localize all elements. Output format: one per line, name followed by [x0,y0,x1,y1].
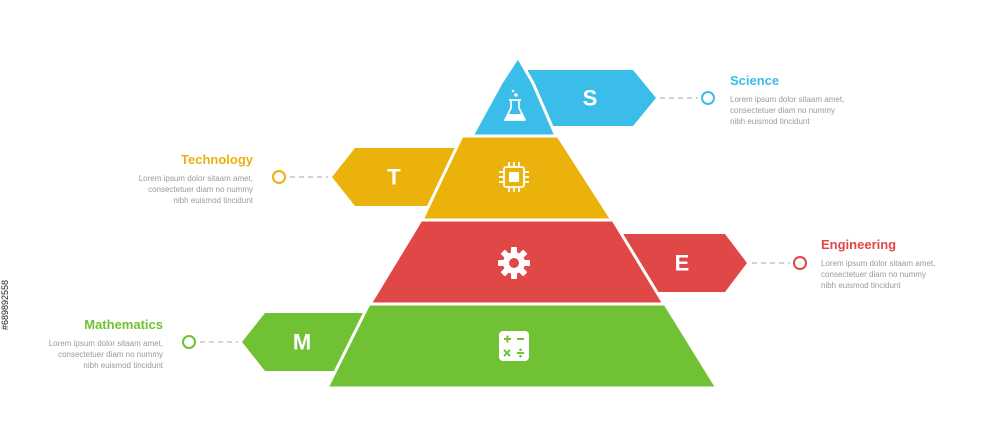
science-letter: S [583,86,598,111]
technology-arrow-tab [332,148,460,206]
flask-icon [504,89,526,121]
engineering-label: Engineering Lorem ipsum dolor sitaam ame… [821,237,935,291]
mathematics-arrow-tab [242,313,370,371]
layer-science: S [470,55,715,138]
layer-mathematics: M [182,302,719,390]
stock-id-watermark: #689892558 [0,0,14,438]
technology-marker [272,170,286,184]
engineering-title: Engineering [821,237,897,252]
technology-letter: T [387,165,401,190]
science-description: Lorem ipsum dolor sitaam amet, consectet… [730,95,845,126]
engineering-arrow-tab [620,234,747,292]
mathematics-label: Mathematics Lorem ipsum dolor sitaam ame… [49,317,163,371]
stock-id-text: #689892558 [0,279,10,330]
cpu-chip-icon [499,162,529,192]
science-label: Science Lorem ipsum dolor sitaam amet, c… [730,73,844,127]
mathematics-title: Mathematics [84,317,163,332]
science-title: Science [730,73,780,88]
technology-description: Lorem ipsum dolor sitaam amet, consectet… [138,174,253,205]
layer-engineering: E [368,218,807,306]
mathematics-letter: M [293,330,311,355]
calculator-icon [499,331,529,361]
science-arrow-tab [528,70,656,126]
gear-hole [509,258,519,268]
gear-icon [498,247,530,279]
mathematics-description: Lorem ipsum dolor sitaam amet, consectet… [48,339,163,370]
technology-label: Technology Lorem ipsum dolor sitaam amet… [139,152,253,206]
technology-title: Technology [181,152,253,167]
engineering-marker [793,256,807,270]
layer-technology: T [272,134,614,222]
engineering-letter: E [675,251,690,276]
engineering-description: Lorem ipsum dolor sitaam amet, consectet… [821,259,936,290]
science-marker [701,91,715,105]
mathematics-marker [182,335,196,349]
